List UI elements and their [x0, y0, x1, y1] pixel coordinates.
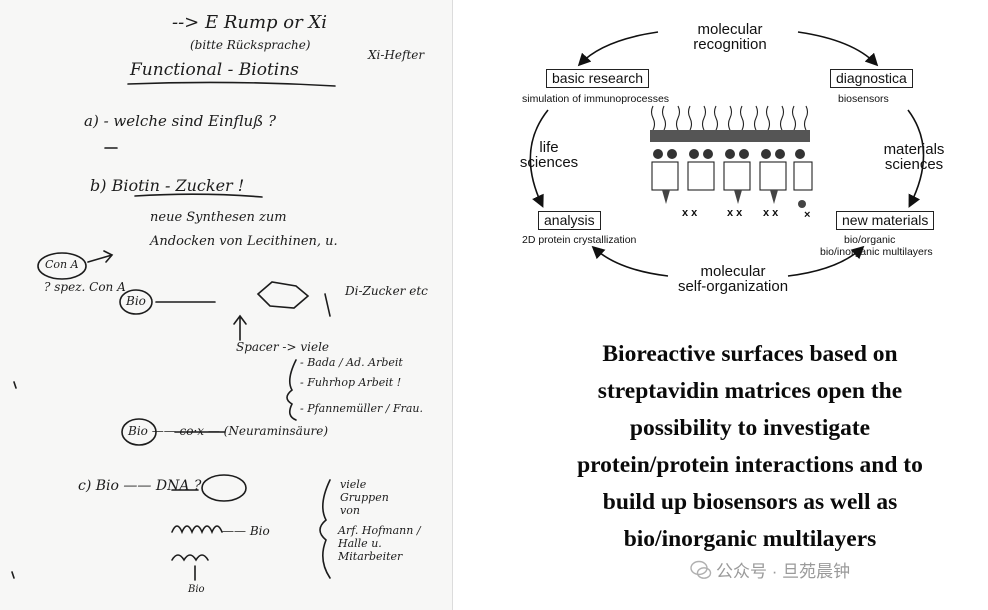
note-heading: Functional - Biotins — [130, 60, 299, 80]
sugar-ring — [256, 281, 310, 309]
note-line: Xi-Hefter — [368, 48, 425, 62]
note-line: Bio — [188, 584, 205, 595]
svg-text:x x: x x — [682, 207, 698, 219]
note-line: c) Bio —— DNA ? — [78, 478, 202, 494]
bio-circle — [121, 418, 157, 446]
note-line: ? spez. Con A — [44, 280, 126, 294]
svg-text:×: × — [804, 209, 810, 221]
arrow-bottom-left — [591, 245, 669, 277]
handwriting-strokes — [11, 81, 336, 581]
note-line: Bio — [126, 294, 146, 308]
caption-line: bio/inorganic multilayers — [623, 526, 877, 552]
note-line: Andocken von Lecithinen, u. — [150, 234, 338, 249]
cycle-arrows: x x x x x x × — [529, 31, 925, 277]
research-cycle-diagram: x x x x x x × molecular recognition mole… — [508, 0, 953, 305]
note-line: Di-Zucker etc — [345, 284, 428, 298]
note-line: - Pfannemüller / Frau. — [300, 402, 423, 415]
underline-stroke — [127, 81, 336, 87]
caption-line: build up biosensors as well as — [602, 489, 898, 515]
analysis-box: analysis — [538, 211, 601, 230]
note-line: Arf. Hofmann / Halle u. Mitarbeiter — [338, 524, 421, 563]
materials-sciences-label: materials sciences — [883, 141, 945, 173]
caption-line: possibility to investigate — [629, 415, 871, 441]
life-sciences-label: life sciences — [519, 139, 579, 171]
arrow-right — [907, 109, 925, 208]
streptavidin-matrix-illustration: x x x x x x × — [650, 105, 813, 221]
dna-circle — [201, 474, 247, 502]
note-line: - Bada / Ad. Arbeit — [300, 356, 403, 369]
note-line: a) - welche sind Einfluß ? — [84, 112, 277, 130]
handwritten-notes: --> E Rump or Xi (bitte Rücksprache) Xi-… — [0, 0, 453, 610]
note-line: Bio —— co·x — (Neuraminsäure) — [128, 424, 329, 438]
watermark-text: 公众号 · 旦苑晨钟 — [716, 562, 851, 581]
caption-line: Bioreactive surfaces based on — [602, 341, 898, 367]
wechat-icon — [690, 560, 712, 579]
note-line: --> E Rump or Xi — [172, 12, 328, 33]
note-line: viele Gruppen von — [340, 478, 389, 517]
caption-line: protein/protein interactions and to — [577, 452, 923, 478]
note-line: —— Bio — [222, 524, 270, 538]
basic-research-box: basic research — [546, 69, 650, 88]
new-materials-sub-2: bio/inorganic multilayers — [820, 246, 933, 258]
analysis-sub: 2D protein crystallization — [522, 234, 637, 246]
molecular-self-organization-label: molecular self-organization — [677, 263, 789, 295]
note-line: neue Synthesen zum — [150, 210, 287, 225]
new-materials-sub-1: bio/organic — [844, 234, 896, 246]
arrow-top-left — [577, 31, 659, 67]
molecular-recognition-label: molecular recognition — [693, 21, 767, 53]
basic-research-sub: simulation of immunoprocesses — [522, 93, 670, 105]
arrow-bottom-right — [787, 245, 865, 277]
arrow-top-right — [797, 31, 879, 67]
svg-text:x x: x x — [763, 207, 779, 219]
note-line: Spacer -> viele — [236, 340, 330, 354]
bio-circle — [119, 289, 153, 315]
arrow-left — [529, 109, 549, 208]
con-a-circle — [37, 252, 87, 280]
diagnostica-box: diagnostica — [830, 69, 913, 88]
note-line: - Fuhrhop Arbeit ! — [300, 376, 402, 389]
note-line: b) Biotin - Zucker ! — [90, 176, 245, 195]
caption-text: Bioreactive surfaces based on streptavid… — [512, 336, 988, 558]
note-line: (bitte Rücksprache) — [190, 38, 311, 52]
note-line: Con A — [45, 258, 79, 271]
caption-line: streptavidin matrices open the — [597, 378, 903, 404]
diagnostica-sub: biosensors — [838, 93, 889, 105]
svg-text:x x: x x — [727, 207, 743, 219]
new-materials-box: new materials — [836, 211, 935, 230]
